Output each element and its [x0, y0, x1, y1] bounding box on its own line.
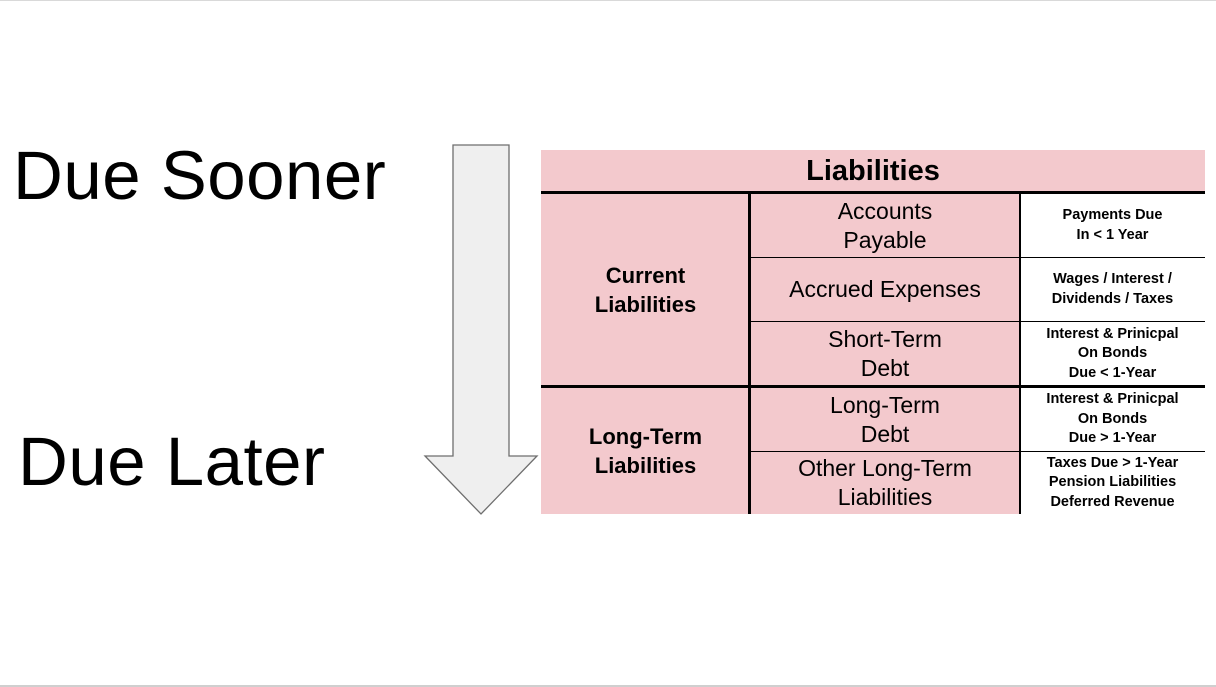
column-divider-2 — [1019, 194, 1021, 514]
group-current-liabilities: Current Liabilities — [594, 263, 697, 317]
group-divider — [541, 385, 1205, 388]
liabilities-table: Liabilities Current Liabilities Long-Ter… — [541, 150, 1205, 514]
desc-long-term-debt: Interest & Prinicpal On Bonds Due > 1-Ye… — [1020, 388, 1205, 451]
title-divider — [541, 191, 1205, 194]
desc-short-term-debt: Interest & Prinicpal On Bonds Due < 1-Ye… — [1020, 322, 1205, 386]
row-divider — [750, 321, 1205, 322]
item-accrued-expenses: Accrued Expenses — [789, 276, 981, 302]
table-title: Liabilities — [806, 154, 940, 187]
item-other-long-term-liabilities: Other Long-Term Liabilities — [798, 455, 972, 510]
column-divider-1 — [748, 194, 751, 514]
row-divider — [750, 257, 1205, 258]
row-divider — [750, 451, 1205, 452]
desc-other-long-term-liabilities: Taxes Due > 1-Year Pension Liabilities D… — [1020, 452, 1205, 514]
group-long-term-liabilities: Long-Term Liabilities — [588, 424, 703, 478]
item-long-term-debt: Long-Term Debt — [830, 391, 940, 447]
desc-accrued-expenses: Wages / Interest / Dividends / Taxes — [1020, 258, 1205, 321]
due-later-label: Due Later — [18, 423, 326, 500]
due-sooner-label: Due Sooner — [13, 137, 387, 214]
desc-accounts-payable: Payments Due In < 1 Year — [1020, 194, 1205, 257]
down-arrow-icon — [423, 144, 539, 515]
item-accounts-payable: Accounts Payable — [837, 197, 933, 253]
item-short-term-debt: Short-Term Debt — [828, 326, 942, 381]
